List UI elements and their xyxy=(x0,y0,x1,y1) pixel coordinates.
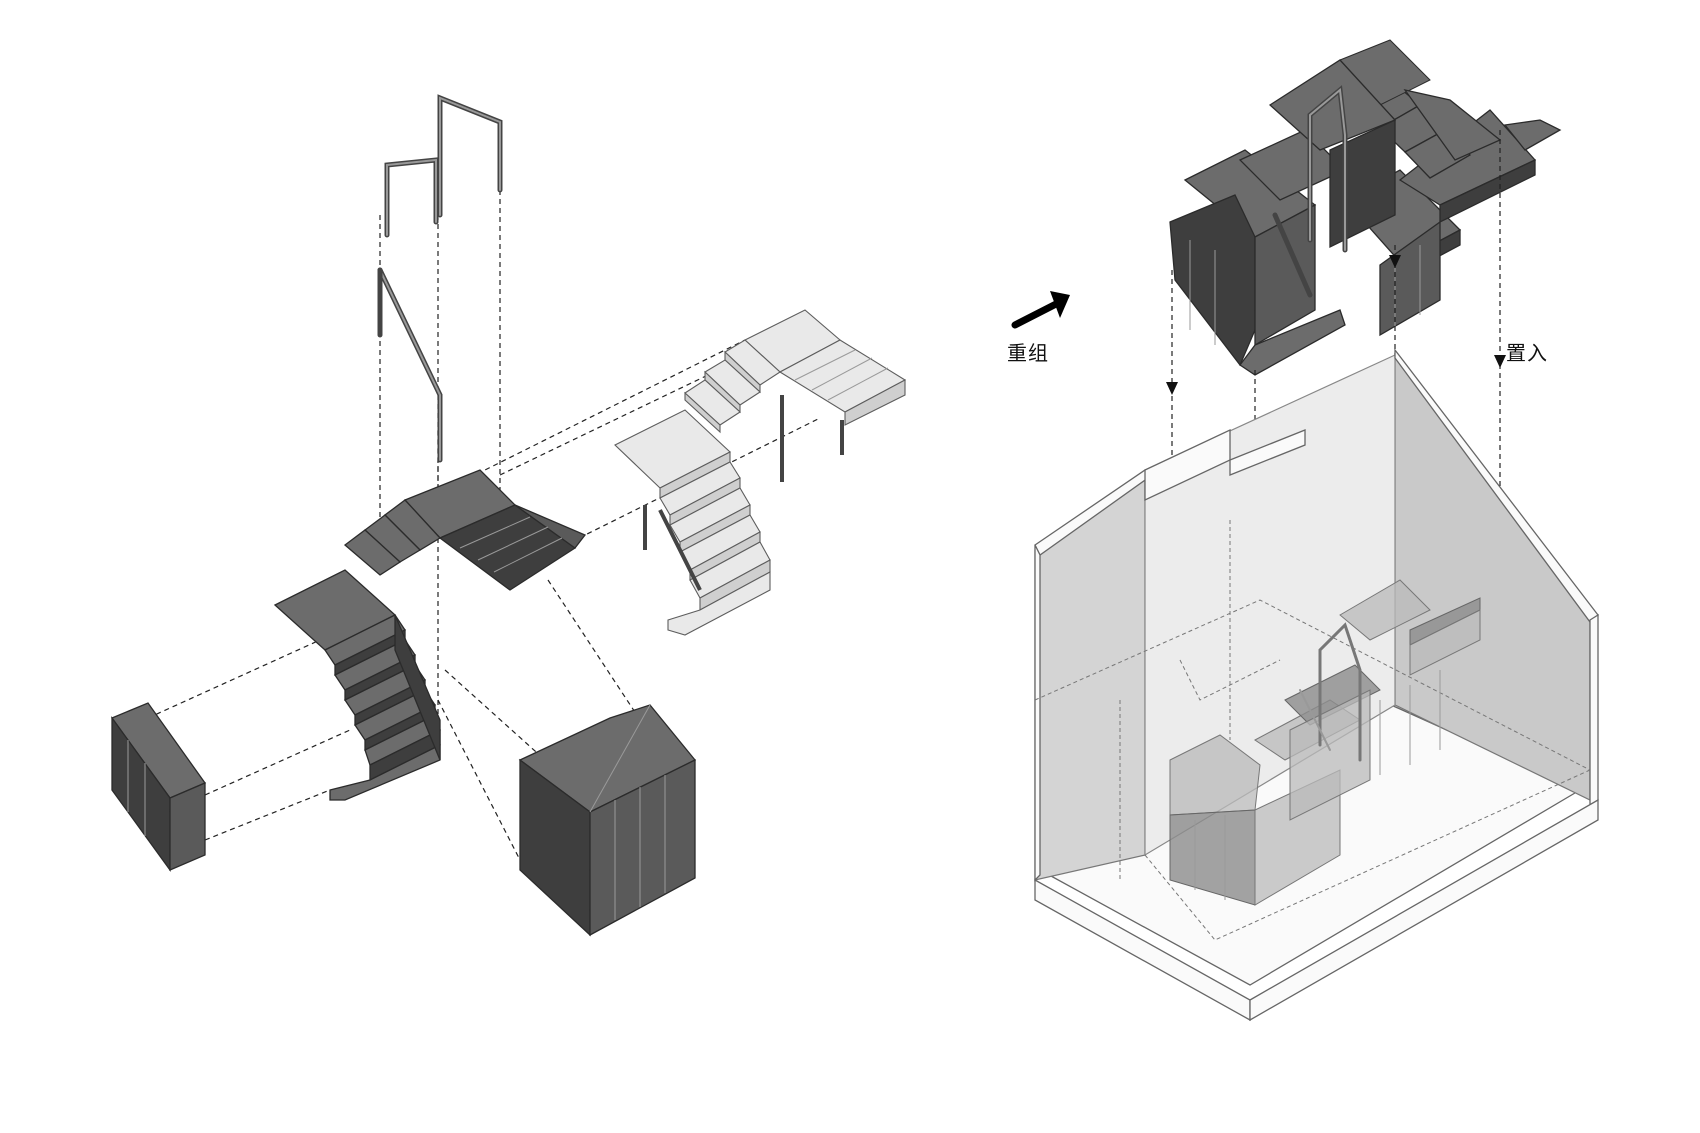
arrow-up-right-icon xyxy=(1011,291,1070,329)
exploded-view xyxy=(110,94,907,937)
insert-label: 置入 xyxy=(1506,341,1548,365)
recombine-label: 重组 xyxy=(1007,341,1049,365)
placed-module xyxy=(1169,579,1481,906)
light-stair-component xyxy=(614,309,907,636)
small-cabinet-component xyxy=(110,702,206,873)
railing-component xyxy=(377,94,503,463)
large-cabinet-component xyxy=(518,704,697,937)
room-box xyxy=(1034,348,1599,1022)
dark-stair-component xyxy=(273,469,587,801)
projection-lines-left xyxy=(147,190,821,861)
assembled-module xyxy=(1034,39,1599,1022)
